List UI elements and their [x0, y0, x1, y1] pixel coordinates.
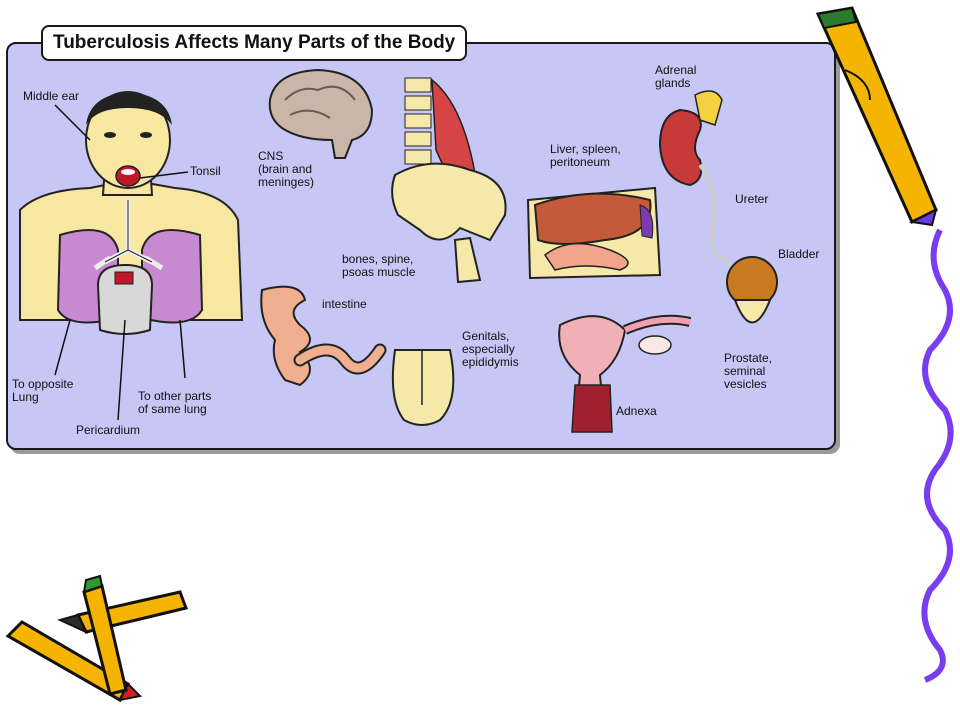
diagram-title: Tuberculosis Affects Many Parts of the B… [41, 25, 468, 61]
label-pericardium: Pericardium [76, 423, 141, 437]
spine-pelvis-illustration [391, 77, 507, 284]
testes-illustration [391, 349, 455, 426]
label-liver-spleen: Liver, spleen, peritoneum [550, 142, 621, 169]
label-adrenal-glands: Adrenal glands [655, 63, 697, 90]
liver-illustration [526, 186, 662, 280]
label-bones-spine: bones, spine, psoas muscle [342, 252, 416, 279]
pencil-top-right-icon [815, 6, 938, 227]
label-middle-ear: Middle ear [23, 89, 80, 103]
kidney-illustration [658, 90, 723, 187]
brain-illustration [268, 68, 374, 159]
intestine-illustration [260, 285, 387, 387]
pencils-bottom-left-icon [5, 574, 189, 703]
label-genitals: Genitals, especially epididymis [462, 329, 519, 369]
leader-lines [54, 104, 189, 421]
label-other-parts: To other parts of same lung [138, 389, 212, 416]
label-opposite-lung: To opposite Lung [12, 377, 74, 404]
label-tonsil: Tonsil [190, 164, 221, 178]
label-ureter: Ureter [735, 192, 769, 206]
ureter-illustration [698, 163, 736, 267]
label-intestine: intestine [322, 297, 367, 311]
label-cns: CNS (brain and meninges) [258, 149, 315, 189]
label-bladder: Bladder [778, 247, 820, 261]
label-adnexa: Adnexa [616, 404, 657, 418]
pericardium-illustration [96, 263, 154, 335]
label-prostate: Prostate, seminal vesicles [724, 351, 773, 391]
bladder-illustration [726, 256, 778, 324]
uterus-illustration [558, 314, 692, 433]
